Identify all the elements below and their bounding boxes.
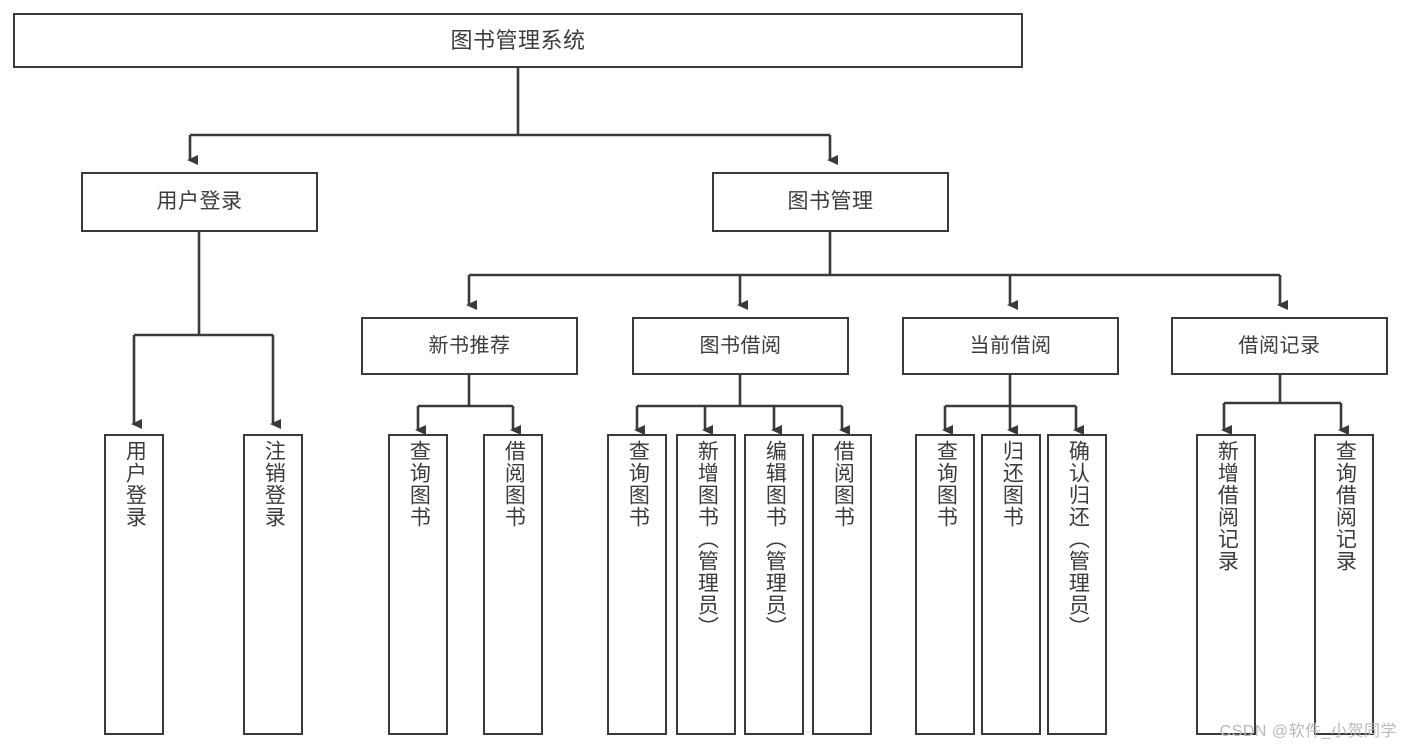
node-leaf-label: 查询图书 <box>407 440 431 528</box>
node-leaf-user-login-signin[interactable]: 用户登录 <box>104 434 164 735</box>
node-root-label: 图书管理系统 <box>450 27 586 53</box>
node-leaf-label: 借阅图书 <box>502 440 526 528</box>
node-leaf-label: 注销登录 <box>262 440 286 528</box>
node-leaf-label: 归还图书 <box>1000 440 1024 528</box>
node-leaf-book-borrow-add[interactable]: 新增图书（管理员） <box>676 434 736 735</box>
node-current-borrow-label: 当前借阅 <box>969 334 1052 357</box>
node-new-book-recommend-label: 新书推荐 <box>428 334 511 357</box>
node-borrow-record-label: 借阅记录 <box>1238 334 1321 357</box>
node-current-borrow[interactable]: 当前借阅 <box>902 317 1119 375</box>
node-leaf-record-query[interactable]: 查询借阅记录 <box>1314 434 1374 735</box>
node-leaf-label: 查询图书 <box>934 440 958 528</box>
node-leaf-new-book-query[interactable]: 查询图书 <box>388 434 448 735</box>
node-leaf-label: 用户登录 <box>123 440 147 528</box>
node-leaf-book-borrow-borrow[interactable]: 借阅图书 <box>812 434 872 735</box>
node-book-management-label: 图书管理 <box>787 190 874 214</box>
node-leaf-current-borrow-return[interactable]: 归还图书 <box>981 434 1041 735</box>
node-leaf-label: 新增图书（管理员） <box>695 440 719 638</box>
node-leaf-current-borrow-query[interactable]: 查询图书 <box>915 434 975 735</box>
node-leaf-label: 查询借阅记录 <box>1333 440 1357 572</box>
node-leaf-book-borrow-edit[interactable]: 编辑图书（管理员） <box>744 434 804 735</box>
node-leaf-current-borrow-confirm[interactable]: 确认归还（管理员） <box>1047 434 1107 735</box>
node-leaf-label: 确认归还（管理员） <box>1066 440 1090 638</box>
node-leaf-label: 新增借阅记录 <box>1215 440 1239 572</box>
node-book-management[interactable]: 图书管理 <box>712 172 949 232</box>
node-root[interactable]: 图书管理系统 <box>13 13 1023 68</box>
node-borrow-record[interactable]: 借阅记录 <box>1171 317 1388 375</box>
node-leaf-label: 编辑图书（管理员） <box>763 440 787 638</box>
node-user-login[interactable]: 用户登录 <box>81 172 318 232</box>
node-leaf-user-login-signout[interactable]: 注销登录 <box>243 434 303 735</box>
node-book-borrow[interactable]: 图书借阅 <box>632 317 849 375</box>
csdn-watermark: CSDN @软件_小贺同学 <box>1219 723 1397 740</box>
node-leaf-new-book-borrow[interactable]: 借阅图书 <box>483 434 543 735</box>
node-leaf-record-add[interactable]: 新增借阅记录 <box>1196 434 1256 735</box>
node-leaf-label: 借阅图书 <box>831 440 855 528</box>
node-leaf-book-borrow-query[interactable]: 查询图书 <box>607 434 667 735</box>
node-user-login-label: 用户登录 <box>156 190 243 214</box>
node-book-borrow-label: 图书借阅 <box>699 334 782 357</box>
node-new-book-recommend[interactable]: 新书推荐 <box>361 317 578 375</box>
node-leaf-label: 查询图书 <box>626 440 650 528</box>
